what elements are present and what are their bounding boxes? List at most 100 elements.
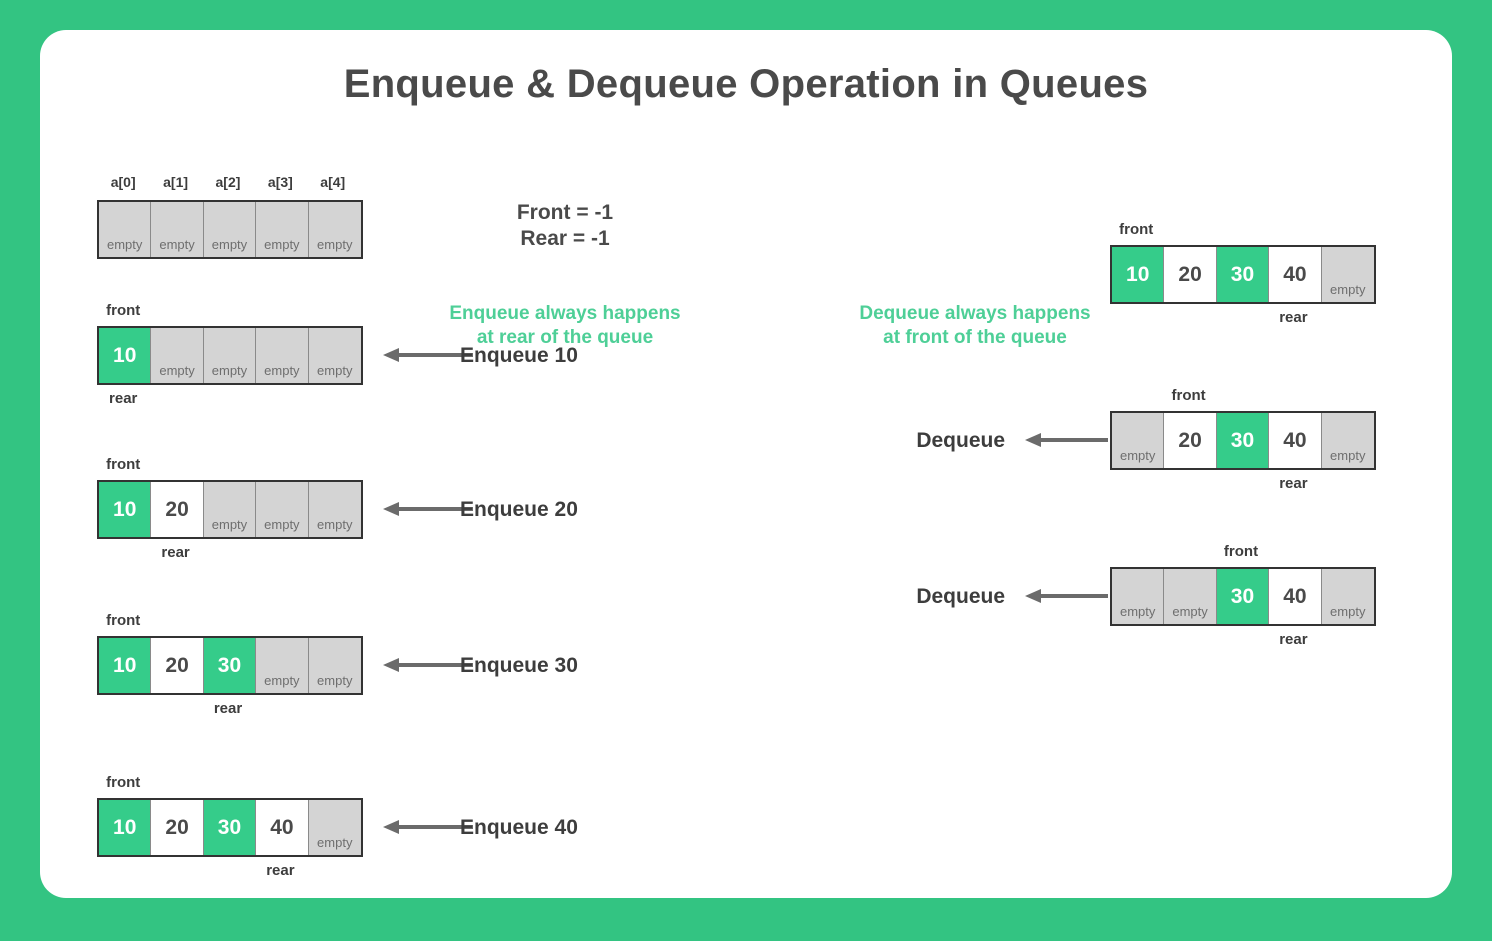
cell-value: 40 [270,816,294,839]
queue-cell-1[interactable]: empty [1164,569,1217,624]
cell-value: 40 [1283,263,1307,286]
queue-cell-3[interactable]: empty [256,482,309,537]
queue-cell-3[interactable]: empty [256,202,309,257]
front-pointer-label: front [1171,387,1206,404]
cell-value: 10 [1126,263,1150,286]
queue-cell-4[interactable]: empty [308,202,361,257]
queue-cell-0[interactable]: 10 [99,638,152,693]
cell-value: 20 [165,498,189,521]
queue-cell-3[interactable]: empty [256,328,309,383]
initial-state-text: Front = -1 Rear = -1 [516,201,614,251]
arrow-enqueue-10 [383,348,473,362]
cell-empty-label: empty [211,517,248,532]
queue-cell-2[interactable]: 30 [1216,247,1270,302]
queue-cell-4[interactable]: empty [308,328,361,383]
rear-pointer-label: rear [161,544,190,561]
operation-label-dequeue-1: Dequeue [916,429,1005,452]
queue-cell-0[interactable]: 10 [99,800,152,855]
operation-label-enqueue-40: Enqueue 40 [460,816,578,839]
queue-cell-3[interactable]: empty [256,638,309,693]
arrow-shaft [398,825,473,829]
queue-cell-2[interactable]: empty [203,482,257,537]
queue-cell-0[interactable]: empty [99,202,152,257]
arrow-enqueue-30 [383,658,473,672]
cell-empty-label: empty [264,237,300,252]
queue-cell-1[interactable]: empty [151,202,204,257]
cell-value: 10 [113,816,137,839]
rear-pointer-label: rear [266,862,295,879]
cell-empty-label: empty [1330,604,1366,619]
cell-empty-label: empty [317,363,353,378]
operation-label-enqueue-20: Enqueue 20 [460,498,578,521]
cell-empty-label: empty [264,517,300,532]
queue-cell-4[interactable]: empty [308,638,361,693]
arrow-enqueue-20 [383,502,473,516]
queue-cell-1[interactable]: 20 [1164,413,1217,468]
cell-value: 20 [165,654,189,677]
main-card: Enqueue & Dequeue Operation in Queues Fr… [40,30,1452,898]
queue-cell-3[interactable]: 40 [1269,569,1322,624]
queue-enqueue-10: front rear 10 empty empty empty empty [97,302,363,407]
queue-cell-3[interactable]: 40 [1269,413,1322,468]
queue-cell-0[interactable]: 10 [1112,247,1165,302]
cell-empty-label: empty [1119,448,1156,463]
cell-value: 20 [1178,263,1202,286]
cell-value: 10 [113,344,137,367]
cell-value: 30 [1230,429,1255,452]
cell-value: 40 [1283,585,1307,608]
cell-empty-label: empty [1172,604,1208,619]
cell-value: 10 [113,498,137,521]
arrow-enqueue-40 [383,820,473,834]
queue-cell-3[interactable]: 40 [1269,247,1322,302]
array-index-label-3: a[3] [267,174,293,190]
queue-cell-2[interactable]: 30 [203,638,257,693]
rear-pointer-label: rear [1279,475,1308,492]
array-index-labels: a[0]a[1]a[2]a[3]a[4] [97,174,363,190]
queue-cell-0[interactable]: empty [1112,569,1165,624]
arrow-head-icon [1025,589,1041,603]
front-pointer-label: front [1223,543,1259,560]
queue-cell-1[interactable]: 20 [151,638,204,693]
queue-cell-1[interactable]: 20 [151,800,204,855]
queue-cell-2[interactable]: 30 [1216,413,1270,468]
queue-cell-1[interactable]: 20 [1164,247,1217,302]
cell-value: 30 [1230,585,1255,608]
queue-cell-2[interactable]: 30 [1216,569,1270,624]
array-index-label-2: a[2] [215,174,241,190]
queue-cell-4[interactable]: empty [1321,413,1374,468]
operation-label-dequeue-2: Dequeue [916,585,1005,608]
array-index-label-1: a[1] [163,174,189,190]
cell-empty-label: empty [211,363,248,378]
queue-cell-4[interactable]: empty [308,800,361,855]
arrow-shaft [398,353,473,357]
rear-pointer-label: rear [213,700,243,717]
queue-cell-4[interactable]: empty [1321,247,1374,302]
queue-cell-2[interactable]: empty [203,328,257,383]
rear-pointer-label: rear [109,390,138,407]
queue-cell-2[interactable]: 30 [203,800,257,855]
queue-cell-1[interactable]: empty [151,328,204,383]
arrow-shaft [1040,594,1108,598]
enqueue-note: Enqueue always happens at rear of the qu… [449,303,681,348]
queue-cell-4[interactable]: empty [1321,569,1374,624]
queue-cell-3[interactable]: 40 [256,800,309,855]
cell-empty-label: empty [317,835,353,850]
queue-cell-0[interactable]: 10 [99,328,152,383]
arrow-head-icon [383,502,399,516]
queue-cell-0[interactable]: 10 [99,482,152,537]
arrow-shaft [1040,438,1108,442]
queue-cell-2[interactable]: empty [203,202,257,257]
queue-cell-0[interactable]: empty [1112,413,1165,468]
dequeue-note: Dequeue always happens at front of the q… [859,303,1091,348]
queue-cells: 10 20 30 40 empty [1110,245,1376,304]
queue-cell-1[interactable]: 20 [151,482,204,537]
front-pointer-label: front [106,302,141,319]
queue-cell-4[interactable]: empty [308,482,361,537]
cell-empty-label: empty [159,363,195,378]
